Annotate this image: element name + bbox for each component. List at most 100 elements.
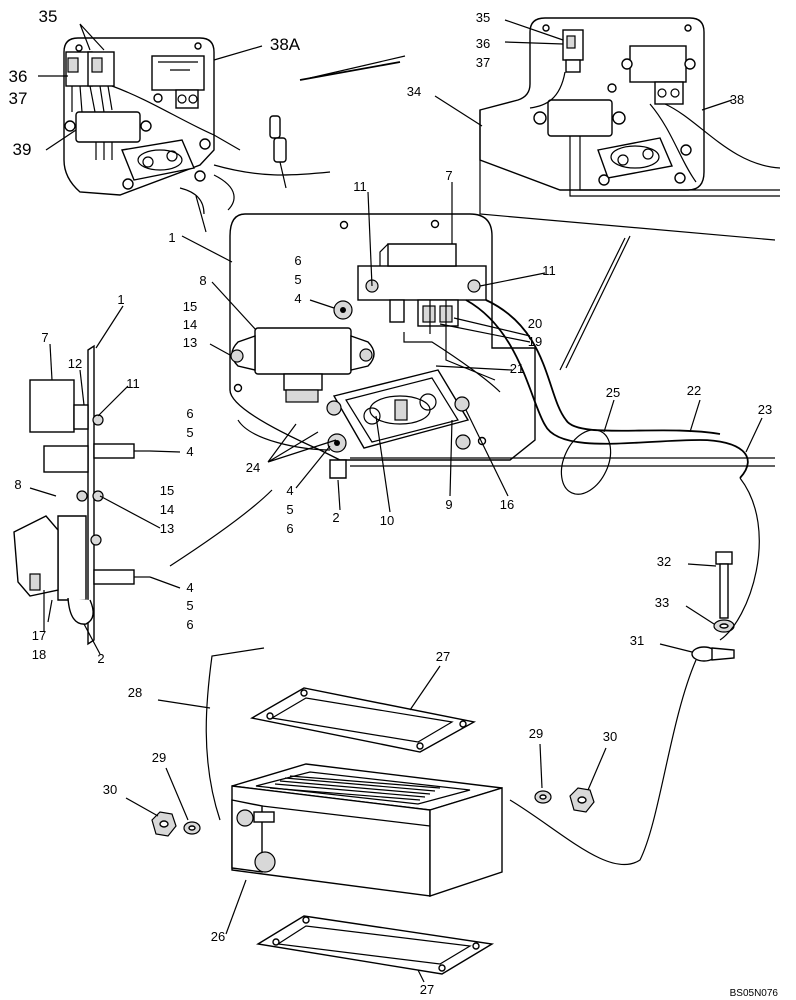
leader-35b: [504, 19, 564, 41]
callout-c-18: 18: [32, 647, 46, 662]
callout-c-10: 10: [380, 513, 394, 528]
callout-c-4a: 4: [294, 291, 301, 306]
inset-plate-38: [479, 17, 781, 241]
leader-4d: [149, 576, 181, 589]
callout-c-39: 39: [13, 140, 32, 159]
leader-11c: [97, 385, 129, 417]
connector-arc-side: [169, 489, 273, 567]
leader-11a: [367, 191, 373, 287]
callout-c-19: 19: [528, 334, 542, 349]
callout-c-37a: 37: [9, 89, 28, 108]
main-plate-assembly: [229, 213, 775, 495]
leader-1b: [95, 305, 124, 349]
callout-c-37b: 37: [476, 55, 490, 70]
callout-c-26: 26: [211, 929, 225, 944]
callout-c-35b: 35: [476, 10, 490, 25]
callout-c-6b: 6: [186, 406, 193, 421]
callout-c-23: 23: [758, 402, 772, 417]
callout-c-33: 33: [655, 595, 669, 610]
leader-30a: [587, 747, 607, 791]
leader-7b: [49, 343, 53, 381]
callout-c-4b: 4: [186, 444, 193, 459]
leader-25: [603, 399, 615, 433]
leader-27a: [409, 665, 441, 711]
callout-c-21: 21: [510, 361, 524, 376]
leader-36b: [504, 41, 564, 45]
leader-16: [465, 409, 509, 497]
leader-2b: [83, 623, 101, 655]
heater-box-group: [151, 647, 595, 975]
leader-35a: [79, 23, 105, 51]
callout-c-13a: 13: [183, 335, 197, 350]
callout-c-5c: 5: [286, 502, 293, 517]
callout-c-30a: 30: [603, 729, 617, 744]
callout-c-6c: 6: [286, 521, 293, 536]
callout-c-35a: 35: [39, 7, 58, 26]
callout-c-32: 32: [657, 554, 671, 569]
callout-c-27a: 27: [436, 649, 450, 664]
leader-24: [267, 423, 337, 463]
callout-c-28: 28: [128, 685, 142, 700]
callout-c-5a: 5: [294, 272, 301, 287]
callout-c-14b: 14: [160, 502, 174, 517]
leader-4c: [295, 445, 331, 489]
callout-c-20: 20: [528, 316, 542, 331]
callout-c-36b: 36: [476, 36, 490, 51]
callout-c-11c: 11: [126, 376, 140, 391]
leader-21: [435, 365, 513, 371]
leader-12: [79, 369, 85, 406]
leader-32: [687, 563, 717, 567]
side-view-assembly: [13, 344, 150, 646]
callout-c-15b: 15: [160, 483, 174, 498]
callout-c-5d: 5: [186, 598, 193, 613]
drawing-code: BS05N076: [730, 988, 779, 999]
leader-8a: [211, 281, 257, 331]
leader-38a: [213, 45, 263, 61]
leader-13a: [209, 343, 231, 356]
leader-10: [375, 415, 391, 513]
leader-11b: [479, 272, 546, 287]
leader-34: [434, 95, 483, 127]
leader-4a: [309, 299, 335, 309]
leader-39: [45, 129, 77, 151]
leader-27b: [417, 969, 425, 983]
callout-c-11a: 11: [353, 179, 367, 194]
callout-c-8b: 8: [14, 477, 21, 492]
callout-c-27b: 27: [420, 982, 434, 997]
leader-33: [685, 605, 715, 625]
callout-c-7b: 7: [41, 330, 48, 345]
callout-c-31: 31: [630, 633, 644, 648]
connector-arrow-38a-b: [309, 55, 406, 79]
callout-c-9: 9: [445, 497, 452, 512]
callout-c-7a: 7: [445, 168, 452, 183]
leader-31: [659, 643, 693, 653]
leader-2a: [337, 479, 341, 511]
callout-c-38A: 38A: [270, 35, 301, 54]
callout-c-36a: 36: [9, 67, 28, 86]
callout-c-13b: 13: [160, 521, 174, 536]
callout-c-15a: 15: [183, 299, 197, 314]
callout-c-5b: 5: [186, 425, 193, 440]
callout-c-6d: 6: [186, 617, 193, 632]
callout-c-4d: 4: [186, 580, 193, 595]
leader-13b: [99, 495, 161, 529]
leader-29b: [165, 767, 189, 821]
callout-c-34: 34: [407, 84, 421, 99]
callout-c-24: 24: [246, 460, 260, 475]
leader-1a: [181, 235, 233, 263]
callout-c-16: 16: [500, 497, 514, 512]
leader-38: [701, 99, 733, 111]
leader-9: [449, 419, 453, 497]
callout-c-25: 25: [606, 385, 620, 400]
callout-labels: 3536373938A35363734387111116548151413201…: [9, 7, 773, 997]
callout-c-11b: 11: [542, 263, 556, 278]
callout-c-8a: 8: [199, 273, 206, 288]
callout-c-30b: 30: [103, 782, 117, 797]
leader-23: [745, 417, 763, 453]
callout-c-12: 12: [68, 356, 82, 371]
leader-26: [225, 879, 247, 935]
leader-8b: [29, 487, 57, 497]
callout-c-17: 17: [32, 628, 46, 643]
